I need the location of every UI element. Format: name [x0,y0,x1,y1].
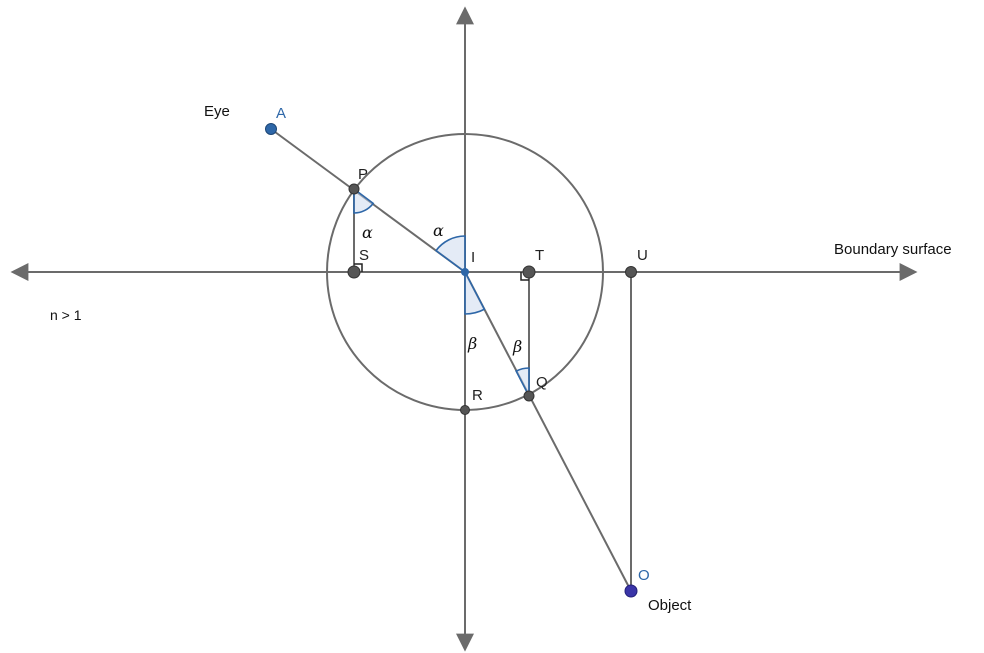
label-s: S [359,247,369,264]
point-a [265,123,277,135]
point-r [460,405,470,415]
label-p: P [358,166,368,183]
angle-beta-at-q [515,367,530,397]
label-u: U [637,247,648,264]
label-beta-at-i: β [467,334,477,353]
point-i [461,268,469,276]
label-boundary-surface: Boundary surface [834,241,952,258]
point-q [523,390,535,402]
label-alpha-at-p: α [362,223,373,242]
angle-beta-at-i [464,271,486,315]
label-object: Object [648,597,692,614]
label-q: Q [536,374,548,391]
angle-alpha-at-i [434,235,466,274]
point-u [625,266,637,278]
label-beta-at-q: β [512,337,522,356]
label-r: R [472,387,483,404]
point-t [522,265,536,279]
label-alpha-at-i: α [433,221,444,240]
label-a: A [276,105,286,122]
label-refractive-index: n > 1 [50,307,82,323]
point-s [347,265,361,279]
label-eye: Eye [204,103,230,120]
label-t: T [535,247,544,264]
label-o: O [638,567,650,584]
label-i: I [471,249,475,266]
right-angle-s [354,263,363,272]
ray-i-to-o [464,271,632,592]
point-o [624,584,638,598]
right-angle-t [520,272,529,281]
point-p [348,183,360,195]
angle-alpha-at-p [353,187,375,214]
